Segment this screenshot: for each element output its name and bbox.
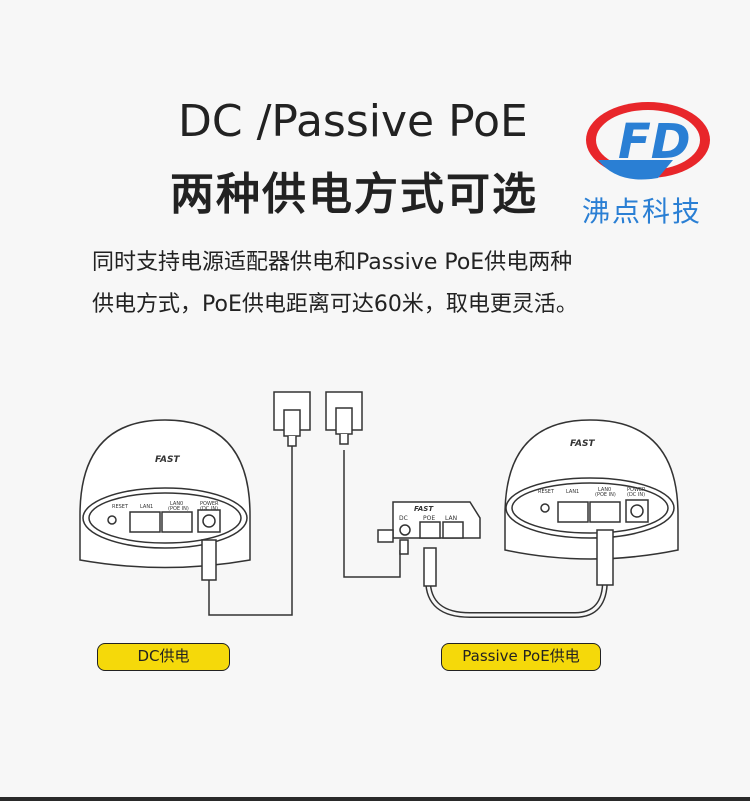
- left-port-lan0: LAN0: [170, 501, 183, 507]
- right-port-poe-in: (POE IN): [595, 492, 616, 498]
- dc-power-label: DC供电: [97, 643, 230, 671]
- right-port-lan0: LAN0: [598, 487, 611, 493]
- left-port-dc-in: (DC IN): [200, 506, 218, 512]
- poe-injector: [377, 501, 481, 587]
- wall-outlet-2: [325, 391, 363, 445]
- description-line-2: 供电方式，PoE供电距离可达60米，取电更灵活。: [92, 292, 578, 317]
- poe-cable: [425, 579, 608, 618]
- right-port-reset: RESET: [538, 489, 555, 495]
- left-device-brand: FAST: [155, 455, 180, 465]
- description: 同时支持电源适配器供电和Passive PoE供电两种 供电方式，PoE供电距离…: [92, 242, 692, 326]
- bottom-divider: [0, 797, 750, 801]
- dc-cable: [208, 440, 293, 616]
- brand-name: 沸点科技: [582, 195, 703, 228]
- injector-port-poe: POE: [423, 515, 435, 522]
- left-port-poe-in: (POE IN): [168, 506, 189, 512]
- right-device-brand: FAST: [570, 439, 595, 449]
- right-port-lan1: LAN1: [566, 489, 579, 495]
- title-line-2: 两种供电方式可选: [170, 169, 538, 220]
- injector-brand: FAST: [414, 505, 434, 513]
- right-port-power: POWER: [627, 487, 646, 493]
- left-port-reset: RESET: [112, 504, 129, 510]
- logo-letter-f: FD: [618, 114, 691, 170]
- poe-power-label: Passive PoE供电: [441, 643, 601, 671]
- title-line-1: DC /Passive PoE: [178, 96, 528, 147]
- injector-port-dc: DC: [399, 515, 408, 522]
- right-cpe-device: [504, 419, 679, 586]
- left-port-power: POWER: [200, 501, 219, 507]
- description-line-1: 同时支持电源适配器供电和Passive PoE供电两种: [92, 250, 573, 275]
- power-diagram: FAST RESET LAN1 LAN0 (POE IN) POWER (DC …: [79, 391, 679, 618]
- injector-port-lan: LAN: [445, 515, 457, 522]
- left-cpe-device: [79, 419, 251, 581]
- injector-dc-cable: [343, 450, 401, 578]
- left-port-lan1: LAN1: [140, 504, 153, 510]
- brand-logo-icon: FD: [586, 102, 710, 180]
- wall-outlet-1: [273, 391, 311, 447]
- right-port-dc-in: (DC IN): [627, 492, 645, 498]
